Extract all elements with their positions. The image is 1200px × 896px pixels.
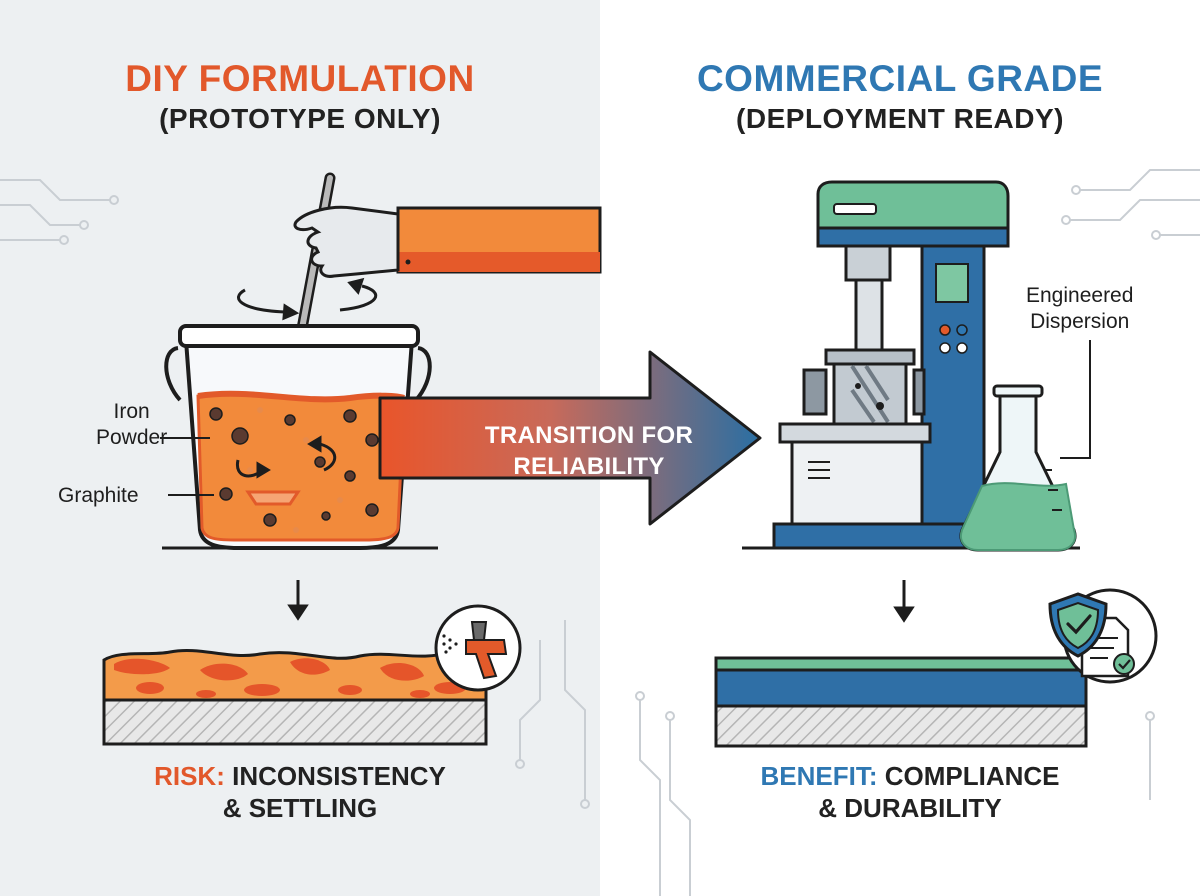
down-arrow-icon bbox=[893, 580, 915, 623]
engineered-label-line1: Engineered bbox=[1026, 284, 1134, 307]
benefit-text: COMPLIANCE bbox=[884, 761, 1060, 791]
diy-bucket bbox=[164, 324, 432, 550]
engineered-dispersion-flask bbox=[959, 384, 1077, 552]
benefit-keyword: BENEFIT: bbox=[760, 761, 878, 791]
transition-line2: RELIABILITY bbox=[513, 453, 665, 480]
iron-label-line1: Iron bbox=[113, 400, 150, 423]
benefit-caption-line1: BENEFIT: COMPLIANCE bbox=[720, 760, 1100, 792]
commercial-subtitle: (DEPLOYMENT READY) bbox=[736, 103, 1064, 134]
benefit-caption: BENEFIT: COMPLIANCE & DURABILITY bbox=[720, 760, 1100, 824]
commercial-coating-sample bbox=[714, 656, 1088, 748]
benefit-caption-line2: & DURABILITY bbox=[818, 793, 1002, 823]
transition-line1: TRANSITION FOR bbox=[484, 422, 694, 449]
engineered-dispersion-label: Engineered Dispersion bbox=[1026, 283, 1133, 335]
risk-caption-line2: & SETTLING bbox=[222, 793, 378, 823]
transition-label: TRANSITION FOR RELIABILITY bbox=[470, 420, 708, 482]
hand bbox=[293, 205, 400, 278]
down-arrow-icon bbox=[287, 580, 309, 621]
iron-powder-label: Iron Powder bbox=[96, 399, 167, 451]
commercial-title: COMMERCIAL GRADE bbox=[696, 58, 1104, 99]
risk-caption-line1: RISK: INCONSISTENCY bbox=[130, 760, 470, 792]
diy-title: DIY FORMULATION bbox=[125, 58, 475, 99]
diy-subtitle: (PROTOTYPE ONLY) bbox=[159, 103, 441, 134]
risk-text: INCONSISTENCY bbox=[232, 761, 446, 791]
diy-coating-sample bbox=[102, 648, 488, 746]
arm-sleeve bbox=[396, 206, 602, 274]
spray-gun-icon bbox=[434, 604, 522, 692]
iron-label-line2: Powder bbox=[96, 426, 168, 449]
risk-keyword: RISK: bbox=[154, 761, 225, 791]
transition-arrow bbox=[378, 350, 762, 526]
risk-caption: RISK: INCONSISTENCY & SETTLING bbox=[130, 760, 470, 824]
stir-rotation-icon bbox=[237, 277, 377, 321]
shield-check-icon bbox=[1048, 588, 1158, 684]
engineered-label-line2: Dispersion bbox=[1030, 310, 1130, 333]
graphite-label: Graphite bbox=[58, 484, 139, 507]
circuit-decoration bbox=[0, 169, 1200, 896]
commercial-mixer bbox=[772, 180, 1010, 550]
